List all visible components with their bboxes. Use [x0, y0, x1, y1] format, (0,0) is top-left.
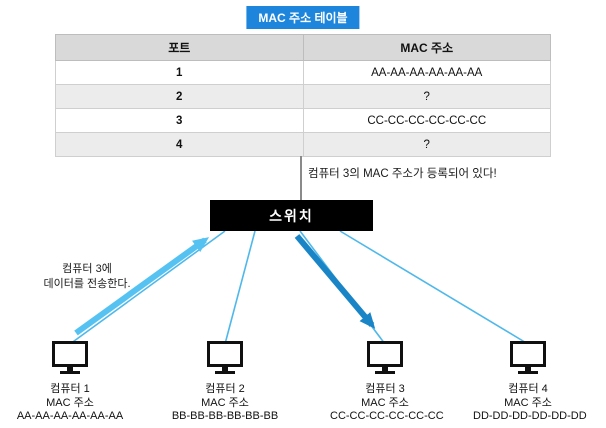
- computer-icon: [52, 341, 88, 374]
- mac-value: BB-BB-BB-BB-BB-BB: [171, 410, 279, 422]
- mac-label: MAC 주소: [361, 396, 409, 409]
- computer-4: 컴퓨터 4 MAC 주소 DD-DD-DD-DD-DD-DD: [473, 340, 587, 424]
- table-row: 2 ?: [55, 84, 551, 109]
- link-switch-computer4: [339, 230, 529, 345]
- port-cell: 1: [55, 60, 304, 85]
- mac-value: DD-DD-DD-DD-DD-DD: [473, 410, 587, 422]
- mac-label: MAC 주소: [504, 396, 552, 409]
- table-row: 1 AA-AA-AA-AA-AA-AA: [55, 60, 551, 85]
- arrow-switch-to-computer3: [294, 234, 376, 329]
- computer-icon: [207, 341, 243, 374]
- computer-1: 컴퓨터 1 MAC 주소 AA-AA-AA-AA-AA-AA: [15, 340, 125, 424]
- computer-3: 컴퓨터 3 MAC 주소 CC-CC-CC-CC-CC-CC: [330, 340, 444, 424]
- transfer-note-line1: 컴퓨터 3에: [62, 263, 112, 275]
- arrow-computer1-to-switch: [74, 237, 210, 336]
- port-cell: 3: [55, 108, 304, 133]
- computer-icon: [367, 341, 403, 374]
- mac-value: AA-AA-AA-AA-AA-AA: [16, 410, 124, 422]
- computer-2: 컴퓨터 2 MAC 주소 BB-BB-BB-BB-BB-BB: [170, 340, 280, 424]
- diagram-title-badge: MAC 주소 테이블: [246, 6, 360, 29]
- computer-name: 컴퓨터 4: [508, 383, 548, 395]
- computer-name: 컴퓨터 2: [205, 383, 245, 395]
- computer-name: 컴퓨터 3: [365, 383, 405, 395]
- callout-connector-line: [300, 156, 302, 202]
- table-row: 3 CC-CC-CC-CC-CC-CC: [55, 108, 551, 133]
- port-cell: 2: [55, 84, 304, 109]
- mac-cell: AA-AA-AA-AA-AA-AA: [302, 60, 551, 85]
- mac-label: MAC 주소: [46, 396, 94, 409]
- col-header-mac: MAC 주소: [302, 34, 551, 61]
- transfer-note-line2: 데이터를 전송한다.: [43, 278, 131, 290]
- transfer-note: 컴퓨터 3에 데이터를 전송한다.: [28, 262, 146, 292]
- callout-text: 컴퓨터 3의 MAC 주소가 등록되어 있다!: [308, 168, 497, 180]
- mac-address-table: 포트 MAC 주소 1 AA-AA-AA-AA-AA-AA 2 ? 3 CC-C…: [55, 34, 551, 157]
- mac-label: MAC 주소: [201, 396, 249, 409]
- table-header-row: 포트 MAC 주소: [55, 34, 551, 61]
- col-header-port: 포트: [55, 34, 304, 61]
- link-switch-computer2: [224, 230, 256, 345]
- mac-cell: ?: [302, 132, 551, 157]
- mac-value: CC-CC-CC-CC-CC-CC: [330, 410, 444, 422]
- computer-name: 컴퓨터 1: [50, 383, 90, 395]
- table-row: 4 ?: [55, 132, 551, 157]
- switch-box: 스위치: [210, 200, 373, 231]
- port-cell: 4: [55, 132, 304, 157]
- computer-icon: [510, 341, 546, 374]
